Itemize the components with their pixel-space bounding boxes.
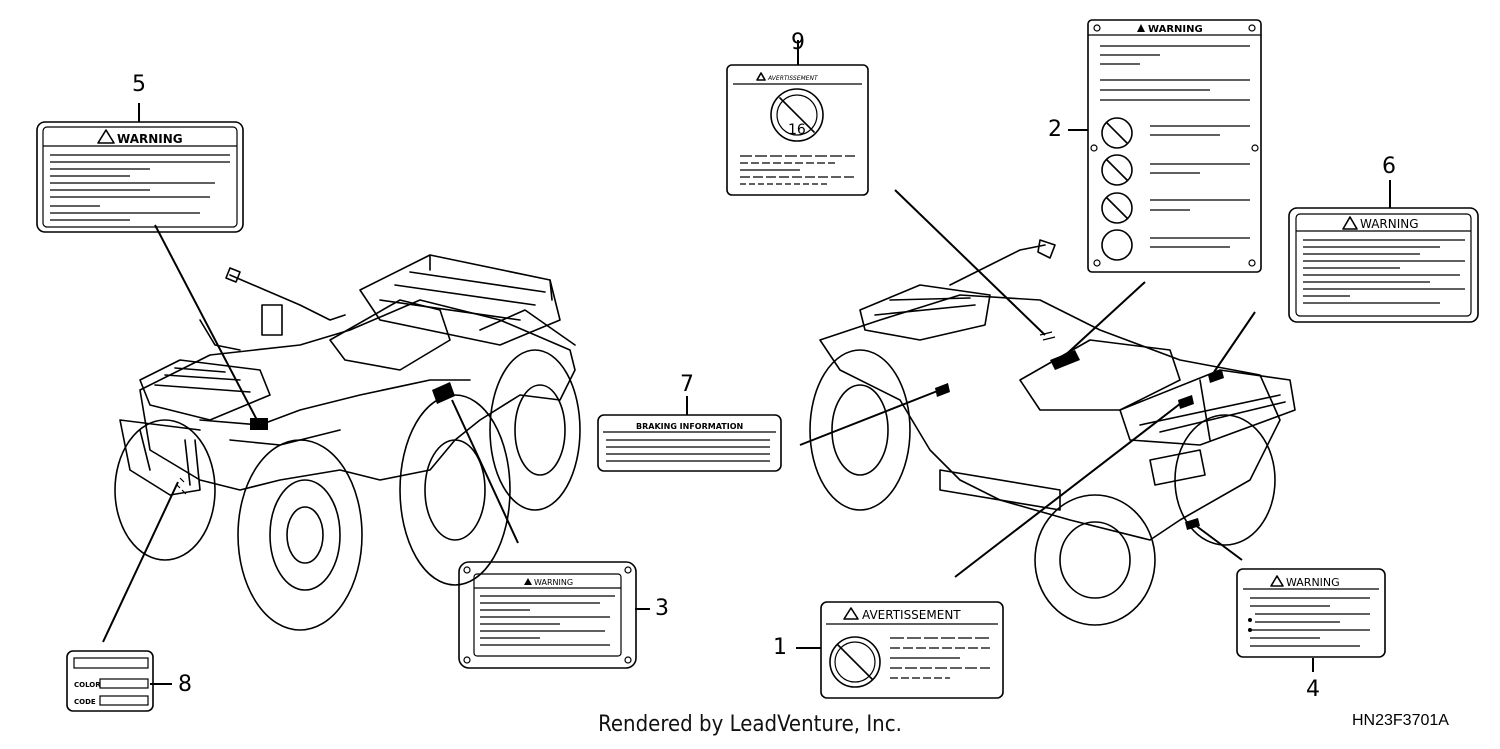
label-6-warning: WARNING	[1288, 207, 1479, 323]
label-6-title: WARNING	[1360, 217, 1419, 231]
label-1-avertissement: AVERTISSEMENT	[820, 601, 1004, 699]
label-4-title: WARNING	[1286, 576, 1340, 589]
label-8-color: COLOR	[74, 681, 101, 689]
callout-3[interactable]: 3	[655, 596, 669, 621]
label-7-braking-information: BRAKING INFORMATION	[597, 414, 782, 472]
callout-6[interactable]: 6	[1382, 154, 1396, 179]
callout-2[interactable]: 2	[1048, 117, 1062, 142]
label-8-code: CODE	[74, 698, 96, 706]
label-4-warning: WARNING	[1236, 568, 1386, 658]
label-5-warning: WARNING	[36, 121, 244, 233]
label-9-title: AVERTISSEMENT	[767, 75, 819, 82]
callout-1[interactable]: 1	[773, 635, 787, 660]
label-5-title: WARNING	[117, 132, 183, 146]
callout-9[interactable]: 9	[791, 30, 805, 55]
atv-front-view	[114, 254, 581, 631]
label-3-title: WARNING	[534, 578, 573, 587]
label-9-avertissement: AVERTISSEMENT 16	[726, 64, 869, 196]
callout-8[interactable]: 8	[178, 672, 192, 697]
label-9-age: 16	[788, 122, 806, 138]
diagram-code: HN23F3701A	[1352, 712, 1449, 729]
label-7-title: BRAKING INFORMATION	[636, 422, 743, 431]
callout-4[interactable]: 4	[1306, 677, 1320, 702]
label-8-color-code: COLOR CODE	[66, 650, 154, 712]
footer-credit: Rendered by LeadVenture, Inc.	[598, 712, 902, 737]
label-2-title: WARNING	[1148, 24, 1203, 35]
label-1-title: AVERTISSEMENT	[862, 608, 961, 622]
callout-5[interactable]: 5	[132, 72, 146, 97]
label-3-warning: WARNING	[458, 561, 637, 669]
label-2-warning: WARNING	[1087, 19, 1262, 273]
leader-lines	[102, 40, 1391, 685]
atv-rear-view	[809, 239, 1296, 626]
callout-7[interactable]: 7	[680, 372, 694, 397]
